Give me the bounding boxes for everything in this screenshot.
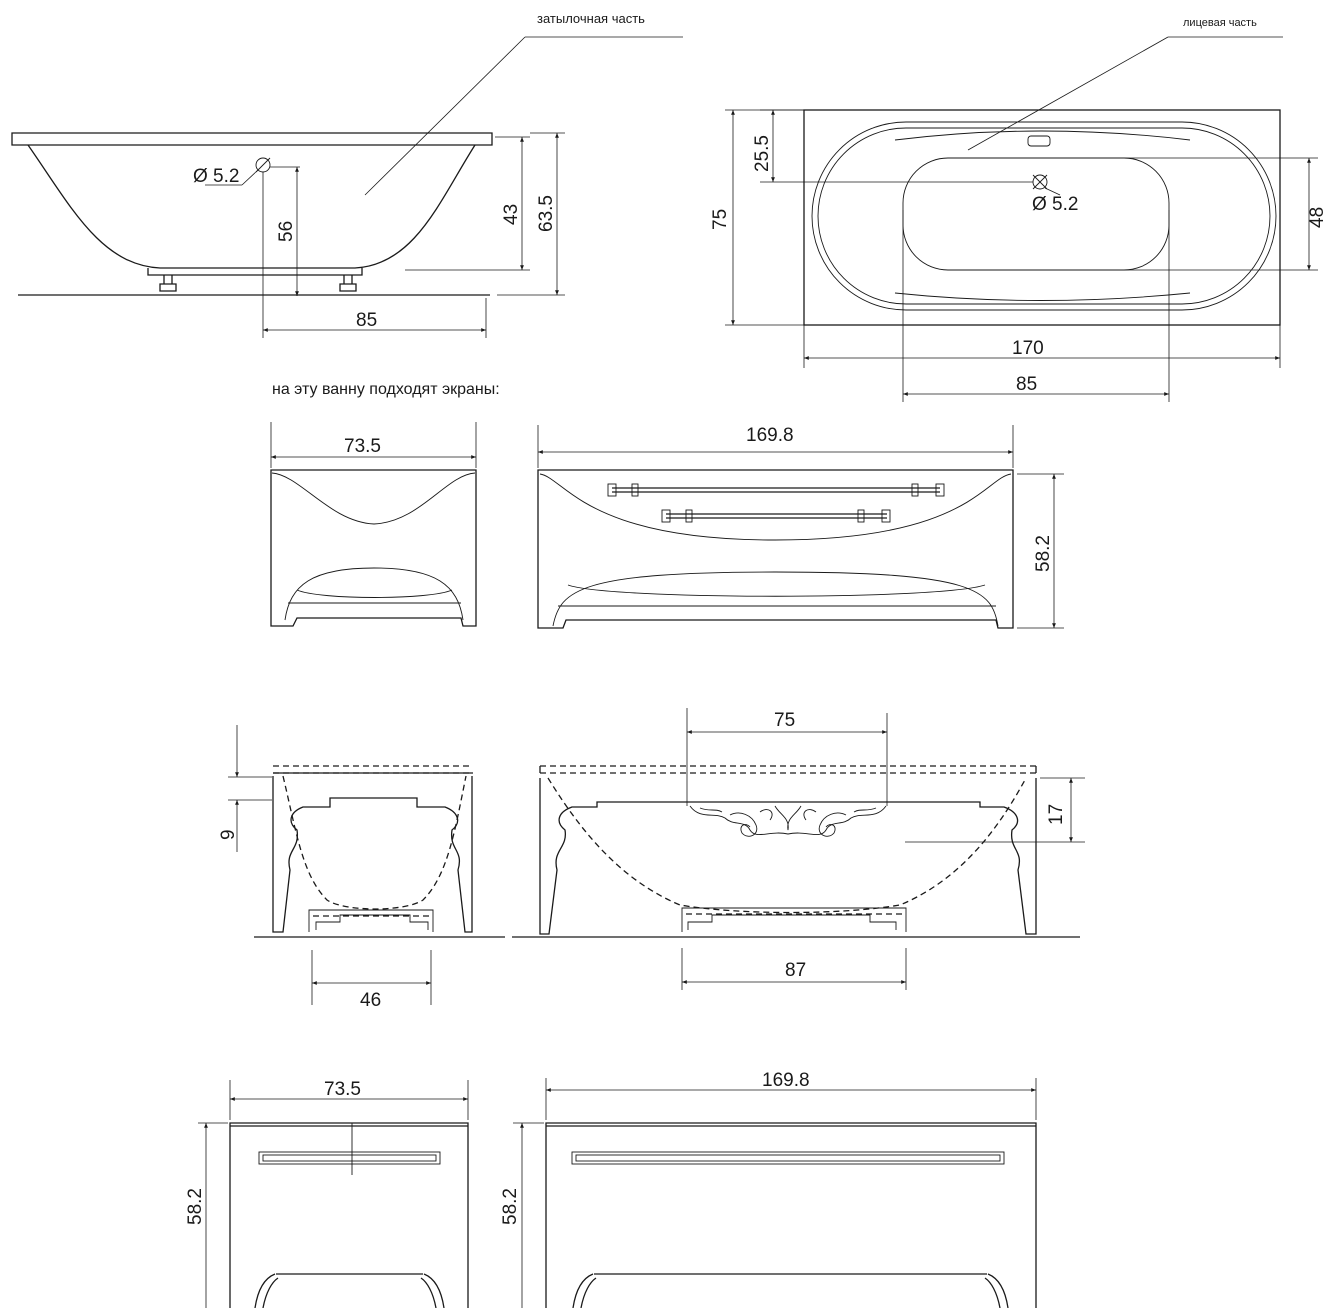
front-part-label: лицевая часть bbox=[1183, 17, 1257, 29]
side-total-height: 63.5 bbox=[536, 195, 557, 232]
top-inner-width: 48 bbox=[1307, 207, 1325, 228]
top-drain-diameter: Ø 5.2 bbox=[1032, 194, 1078, 215]
set2-center-width: 75 bbox=[774, 710, 795, 731]
set1-end-width: 73.5 bbox=[344, 436, 381, 457]
set2-ornament bbox=[689, 805, 887, 837]
screen-set-1: 73.5 169.8 5 bbox=[270, 422, 1064, 629]
top-width: 75 bbox=[710, 209, 731, 230]
set3-end-height: 58.2 bbox=[185, 1188, 206, 1225]
side-drain-diameter: Ø 5.2 bbox=[193, 166, 239, 187]
side-base-width: 85 bbox=[356, 310, 377, 331]
front-part-callout: лицевая часть bbox=[967, 17, 1283, 151]
side-inner-depth: 43 bbox=[501, 204, 522, 225]
set1-height: 58.2 bbox=[1033, 535, 1054, 572]
screens-caption: на эту ванну подходят экраны: bbox=[272, 381, 500, 398]
set3-front-length: 169.8 bbox=[762, 1070, 810, 1091]
top-drain-offset: 25.5 bbox=[752, 135, 773, 172]
screen-set-2: 9 46 75 17 bbox=[218, 708, 1085, 1011]
set3-end-width: 73.5 bbox=[324, 1079, 361, 1100]
rear-part-callout: затылочная часть bbox=[364, 11, 683, 196]
side-drain-height: 56 bbox=[276, 221, 297, 242]
set2-front-base: 87 bbox=[785, 960, 806, 981]
set2-end-base: 46 bbox=[360, 990, 381, 1011]
set2-right-dim: 17 bbox=[1046, 804, 1067, 825]
set3-front-height: 58.2 bbox=[500, 1188, 521, 1225]
top-length: 170 bbox=[1012, 338, 1044, 359]
top-inner-length: 85 bbox=[1016, 374, 1037, 395]
set1-front-length: 169.8 bbox=[746, 425, 794, 446]
rear-part-label: затылочная часть bbox=[537, 11, 645, 26]
bathtub-top-view: Ø 5.2 25.5 75 48 170 85 bbox=[710, 109, 1325, 402]
screen-set-3: 73.5 58.2 169.8 58.2 bbox=[185, 1070, 1037, 1308]
bathtub-side-view: Ø 5.2 56 43 63.5 85 bbox=[11, 132, 565, 338]
set1-handle-bottom bbox=[661, 509, 891, 523]
set1-handle-top bbox=[607, 483, 945, 497]
set2-left-dim: 9 bbox=[218, 829, 239, 840]
